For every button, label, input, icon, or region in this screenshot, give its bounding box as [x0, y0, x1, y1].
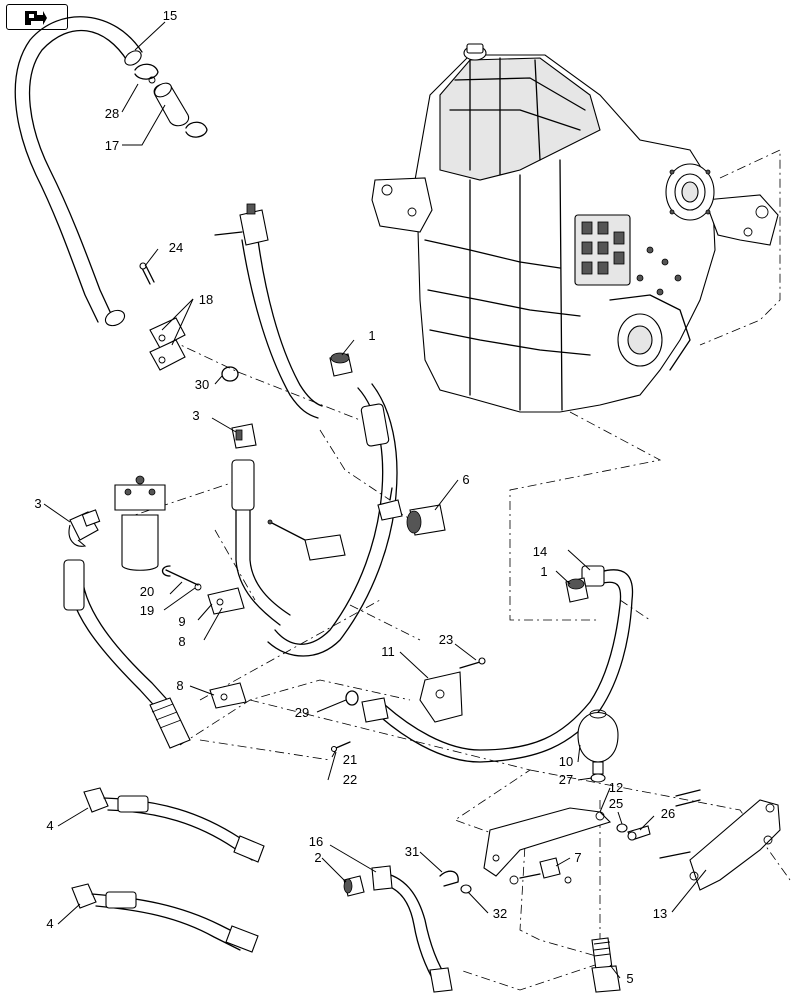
pipe-14 — [374, 565, 634, 763]
washer-25 — [616, 823, 628, 833]
fitting-6 — [406, 504, 446, 536]
elbow-fitting-5 — [591, 937, 621, 993]
navigation-flag-button[interactable] — [6, 4, 68, 30]
callout-16: 16 — [309, 834, 323, 849]
washer-19 — [194, 583, 202, 591]
fitting-2 — [343, 875, 365, 897]
elbow-fitting-3-center — [231, 423, 257, 449]
nut-32 — [460, 884, 472, 894]
callout-8-lower: 8 — [176, 678, 183, 693]
clamp-8 — [209, 682, 247, 709]
clamp-9 — [207, 587, 245, 615]
callout-5: 5 — [626, 971, 633, 986]
pipe-end-fitting — [361, 697, 389, 723]
callout-11: 11 — [381, 644, 395, 659]
callout-29: 29 — [295, 705, 309, 720]
callout-19: 19 — [140, 603, 154, 618]
callout-32: 32 — [493, 906, 507, 921]
pipe-16 — [371, 865, 453, 993]
callout-26: 26 — [661, 806, 675, 821]
callout-9: 9 — [178, 614, 185, 629]
bracket-12 — [483, 807, 612, 877]
callout-22: 22 — [343, 772, 357, 787]
callout-3-left: 3 — [34, 496, 41, 511]
callout-labels: 15 28 17 24 18 30 1 3 3 6 14 1 20 19 9 8… — [34, 8, 675, 986]
bracket-13 — [659, 789, 781, 891]
callout-17: 17 — [105, 138, 119, 153]
washer-27 — [590, 773, 606, 783]
hose-left-long — [63, 559, 191, 749]
callout-1-lower: 1 — [540, 564, 547, 579]
callout-14: 14 — [533, 544, 547, 559]
callout-20: 20 — [140, 584, 154, 599]
hose-clamp-28 — [134, 63, 159, 84]
callout-10: 10 — [559, 754, 573, 769]
strap-20 — [161, 565, 199, 586]
callout-8-upper: 8 — [178, 634, 185, 649]
bolt-26 — [627, 825, 651, 841]
hose-clip-center — [267, 519, 346, 561]
hose-center-curve — [267, 383, 398, 657]
snap-ring-29 — [345, 690, 359, 706]
fitting-1-lower — [565, 577, 589, 603]
callout-30: 30 — [195, 377, 209, 392]
bolt-24 — [139, 262, 155, 285]
callout-4-upper: 4 — [46, 818, 53, 833]
callout-leaders — [43, 21, 707, 979]
reference-lines — [119, 149, 791, 991]
callout-1-upper: 1 — [368, 328, 375, 343]
clip-31 — [439, 870, 459, 887]
bolt-21 — [330, 741, 351, 753]
callout-12: 12 — [609, 780, 623, 795]
callout-28: 28 — [105, 106, 119, 121]
fitting-1-upper — [329, 352, 353, 377]
o-ring-30 — [221, 366, 239, 382]
callout-23: 23 — [439, 632, 453, 647]
callout-21: 21 — [343, 752, 357, 767]
bolt-23 — [459, 657, 486, 669]
callout-3-center: 3 — [192, 408, 199, 423]
transmission-housing — [371, 43, 779, 413]
callout-4-lower: 4 — [46, 916, 53, 931]
split-flange-18 — [149, 317, 186, 371]
bracket-11 — [419, 671, 463, 723]
callout-25: 25 — [609, 796, 623, 811]
sleeve-17 — [153, 82, 208, 138]
accumulator-10 — [577, 709, 619, 775]
tee-fitting-near-6 — [377, 487, 403, 521]
hose-4-lower — [71, 883, 259, 953]
flag-arrow-icon — [25, 11, 47, 25]
hose-center-vertical — [231, 459, 291, 626]
clip-7 — [509, 857, 572, 885]
callout-31: 31 — [405, 844, 419, 859]
callout-2: 2 — [314, 850, 321, 865]
callout-18: 18 — [199, 292, 213, 307]
hose-15 — [14, 16, 143, 327]
hose-center-tall — [214, 203, 323, 419]
callout-13: 13 — [653, 906, 667, 921]
callout-24: 24 — [169, 240, 183, 255]
callout-15: 15 — [163, 8, 177, 23]
callout-27: 27 — [559, 772, 573, 787]
elbow-fitting-3-left — [68, 509, 101, 547]
hose-4-upper — [83, 787, 265, 863]
callout-6: 6 — [462, 472, 469, 487]
oil-filter — [114, 475, 166, 571]
callout-7: 7 — [574, 850, 581, 865]
